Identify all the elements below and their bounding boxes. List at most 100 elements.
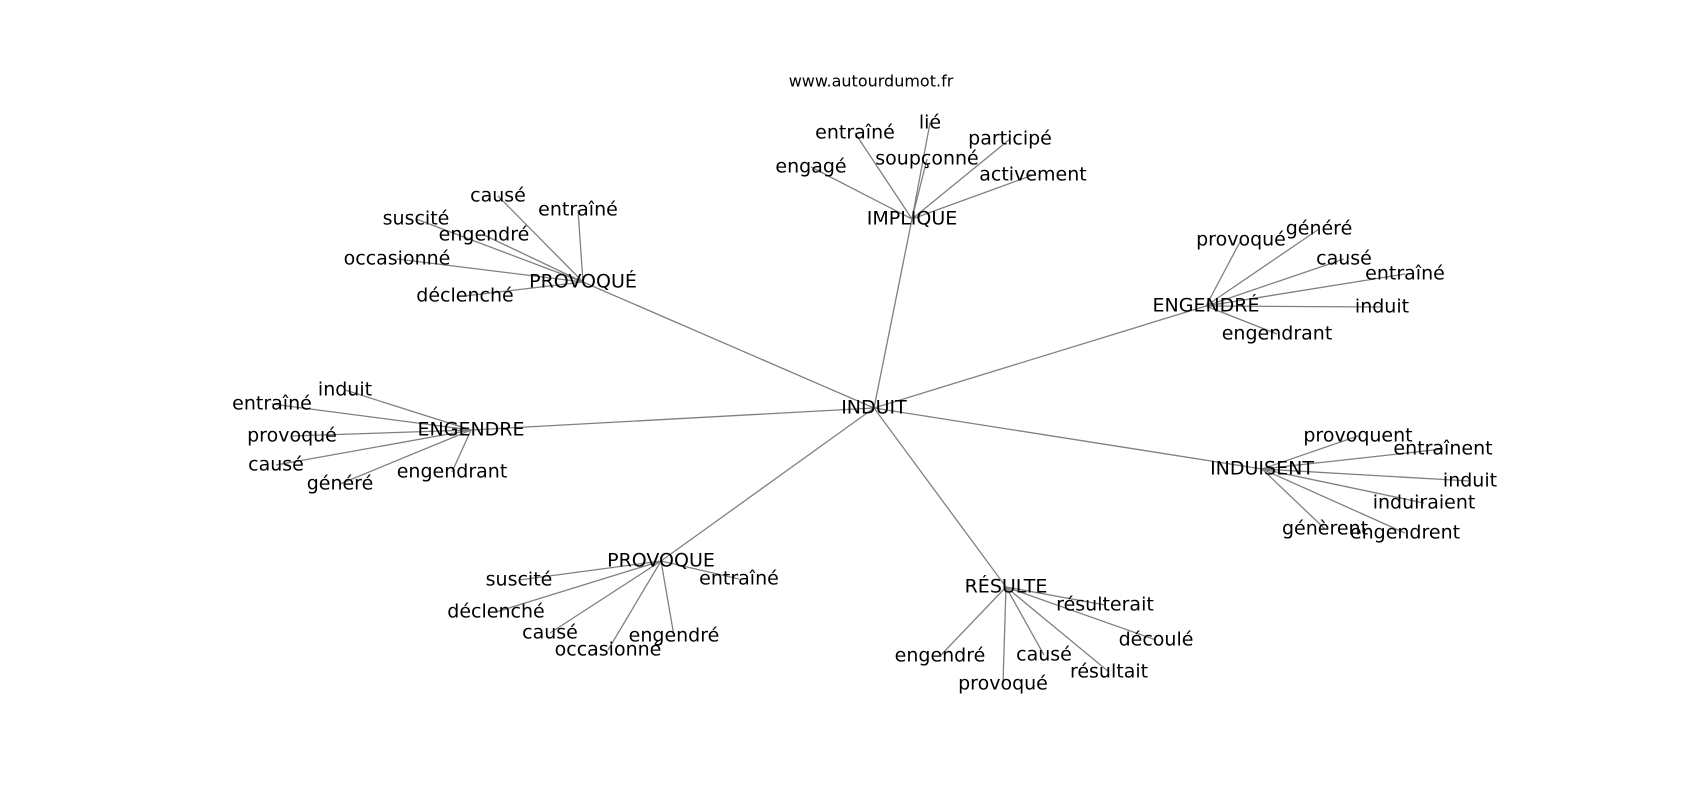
leaf-node-label: généré	[1286, 218, 1353, 240]
edge-hub-to-leaf	[483, 234, 584, 283]
leaf-node-label: provoqué	[1196, 229, 1286, 251]
edge-hub-to-leaf	[1205, 228, 1320, 307]
leaf-node-label: induit	[318, 379, 372, 401]
edge-center-to-hub	[873, 218, 913, 409]
leaf-node-label: engagé	[775, 156, 846, 178]
edge-center-to-hub	[660, 407, 875, 562]
leaf-node-label: engendrant	[1222, 323, 1333, 345]
edge-center-to-hub	[470, 407, 875, 431]
edge-hub-to-leaf	[1005, 586, 1106, 606]
leaf-node-label: entraîné	[1365, 263, 1445, 285]
leaf-node-label: entraîné	[699, 568, 779, 590]
leaf-node-label: suscité	[486, 569, 553, 591]
edge-hub-to-leaf	[1205, 305, 1383, 308]
leaf-node-label: induit	[1443, 470, 1497, 492]
edge-hub-to-leaf	[518, 560, 662, 581]
leaf-node-label: provoqué	[958, 673, 1048, 695]
edge-hub-to-leaf	[464, 281, 584, 297]
leaf-node-label: lié	[919, 112, 941, 134]
edge-hub-to-leaf	[577, 209, 584, 283]
graph-edges	[271, 122, 1471, 685]
hub-node-label: RÉSULTE	[965, 575, 1048, 598]
leaf-node-label: occasionné	[344, 248, 451, 270]
edge-hub-to-leaf	[1205, 273, 1406, 307]
edge-hub-to-leaf	[1261, 448, 1444, 470]
hub-node-label: ENGENDRE	[418, 419, 525, 441]
leaf-node-label: entraîné	[538, 199, 618, 221]
edge-center-to-hub	[582, 281, 875, 409]
leaf-node-label: soupçonné	[875, 148, 978, 170]
edge-center-to-hub	[873, 305, 1207, 409]
edge-hub-to-leaf	[275, 429, 472, 466]
leaf-node-label: engendré	[439, 224, 530, 246]
edge-hub-to-leaf	[1261, 468, 1326, 530]
edge-hub-to-leaf	[1005, 586, 1157, 641]
leaf-node-label: génèrent	[1282, 518, 1368, 540]
edge-hub-to-leaf	[1261, 468, 1425, 504]
leaf-node-label: provoqué	[247, 425, 337, 447]
hub-node-label: ENGENDRÉ	[1153, 294, 1260, 317]
leaf-node-label: causé	[1316, 248, 1372, 270]
edge-hub-to-leaf	[396, 258, 584, 283]
edge-hub-to-leaf	[1005, 586, 1045, 656]
edge-hub-to-leaf	[415, 218, 584, 283]
edge-hub-to-leaf	[339, 429, 472, 485]
leaf-node-label: causé	[248, 454, 304, 476]
edge-center-to-hub	[873, 407, 1263, 470]
leaf-node-label: engendré	[629, 625, 720, 647]
leaf-node-label: résultait	[1070, 661, 1148, 683]
edge-hub-to-leaf	[1205, 305, 1278, 335]
edge-hub-to-leaf	[607, 560, 662, 651]
leaf-node-label: activement	[979, 164, 1086, 186]
edge-hub-to-leaf	[271, 403, 472, 431]
edge-hub-to-leaf	[854, 132, 913, 220]
edge-hub-to-leaf	[660, 560, 675, 637]
edge-hub-to-leaf	[911, 158, 928, 220]
leaf-node-label: déclenché	[447, 601, 544, 623]
edge-hub-to-leaf	[911, 122, 931, 220]
edge-hub-to-leaf	[660, 560, 740, 580]
leaf-node-label: engendrent	[1350, 522, 1460, 544]
leaf-node-label: suscité	[383, 208, 450, 230]
leaf-node-label: engendré	[895, 645, 986, 667]
edge-hub-to-leaf	[939, 586, 1007, 657]
edge-hub-to-leaf	[549, 560, 662, 634]
leaf-node-label: résulterait	[1056, 594, 1154, 616]
hub-node-label: IMPLIQUE	[867, 208, 958, 230]
leaf-node-label: causé	[1016, 644, 1072, 666]
leaf-node-label: généré	[307, 473, 374, 495]
edge-center-to-hub	[873, 407, 1007, 588]
edge-hub-to-leaf	[291, 429, 472, 437]
leaf-node-label: induiraient	[1373, 492, 1476, 514]
edge-hub-to-leaf	[1261, 435, 1359, 470]
edge-hub-to-leaf	[810, 166, 913, 220]
edge-hub-to-leaf	[1002, 586, 1007, 685]
edge-hub-to-leaf	[495, 560, 662, 613]
leaf-node-label: entraîné	[815, 122, 895, 144]
edge-hub-to-leaf	[1205, 258, 1345, 307]
hub-node-label: PROVOQUÉ	[529, 270, 637, 293]
leaf-node-label: entraîné	[232, 393, 312, 415]
edge-hub-to-leaf	[451, 429, 472, 473]
graph-nodes: INDUIT IMPLIQUE lié entraîné participésoupço…	[232, 112, 1497, 695]
edge-hub-to-leaf	[911, 138, 1011, 220]
leaf-node-label: causé	[470, 185, 526, 207]
edge-hub-to-leaf	[911, 174, 1034, 220]
edge-hub-to-leaf	[1261, 468, 1471, 482]
leaf-node-label: causé	[522, 622, 578, 644]
leaf-node-label: déclenché	[416, 285, 513, 307]
edge-hub-to-leaf	[1005, 586, 1110, 673]
leaf-node-label: provoquent	[1303, 425, 1412, 447]
center-node-label: INDUIT	[841, 397, 907, 419]
leaf-node-label: induit	[1355, 296, 1409, 318]
edge-hub-to-leaf	[1261, 468, 1406, 534]
edge-hub-to-leaf	[497, 195, 584, 283]
hub-node-label: PROVOQUE	[607, 550, 715, 572]
hub-node-label: INDUISENT	[1210, 458, 1314, 480]
edge-hub-to-leaf	[1205, 239, 1242, 307]
edge-hub-to-leaf	[344, 389, 472, 431]
leaf-node-label: entraînent	[1393, 438, 1492, 460]
leaf-node-label: occasionné	[555, 639, 662, 661]
leaf-node-label: participé	[968, 128, 1052, 150]
